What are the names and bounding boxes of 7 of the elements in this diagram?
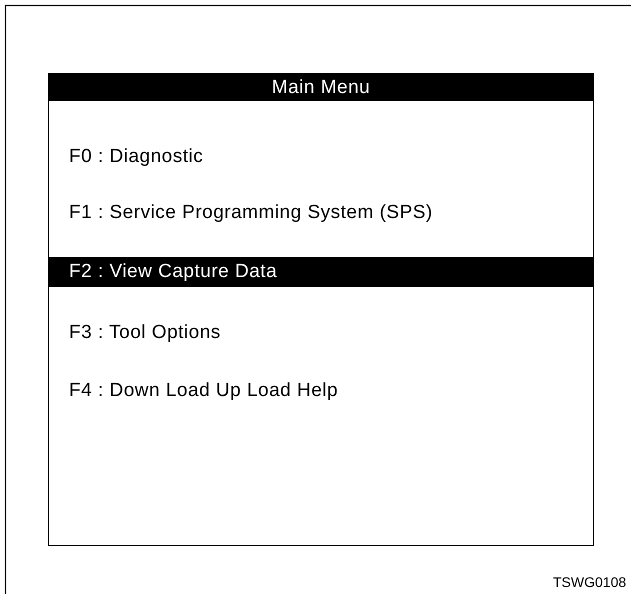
menu-item: F4 : Down Load Up Load Help: [69, 379, 338, 403]
menu-item: F0 : Diagnostic: [69, 145, 204, 169]
menu-header: Main Menu: [49, 74, 593, 101]
menu-item: F1 : Service Programming System (SPS): [69, 201, 433, 225]
selected-menu-item: F2 : View Capture Data: [49, 257, 593, 287]
figure-code: TSWG0108: [553, 574, 626, 590]
menu-item: F3 : Tool Options: [69, 321, 221, 345]
